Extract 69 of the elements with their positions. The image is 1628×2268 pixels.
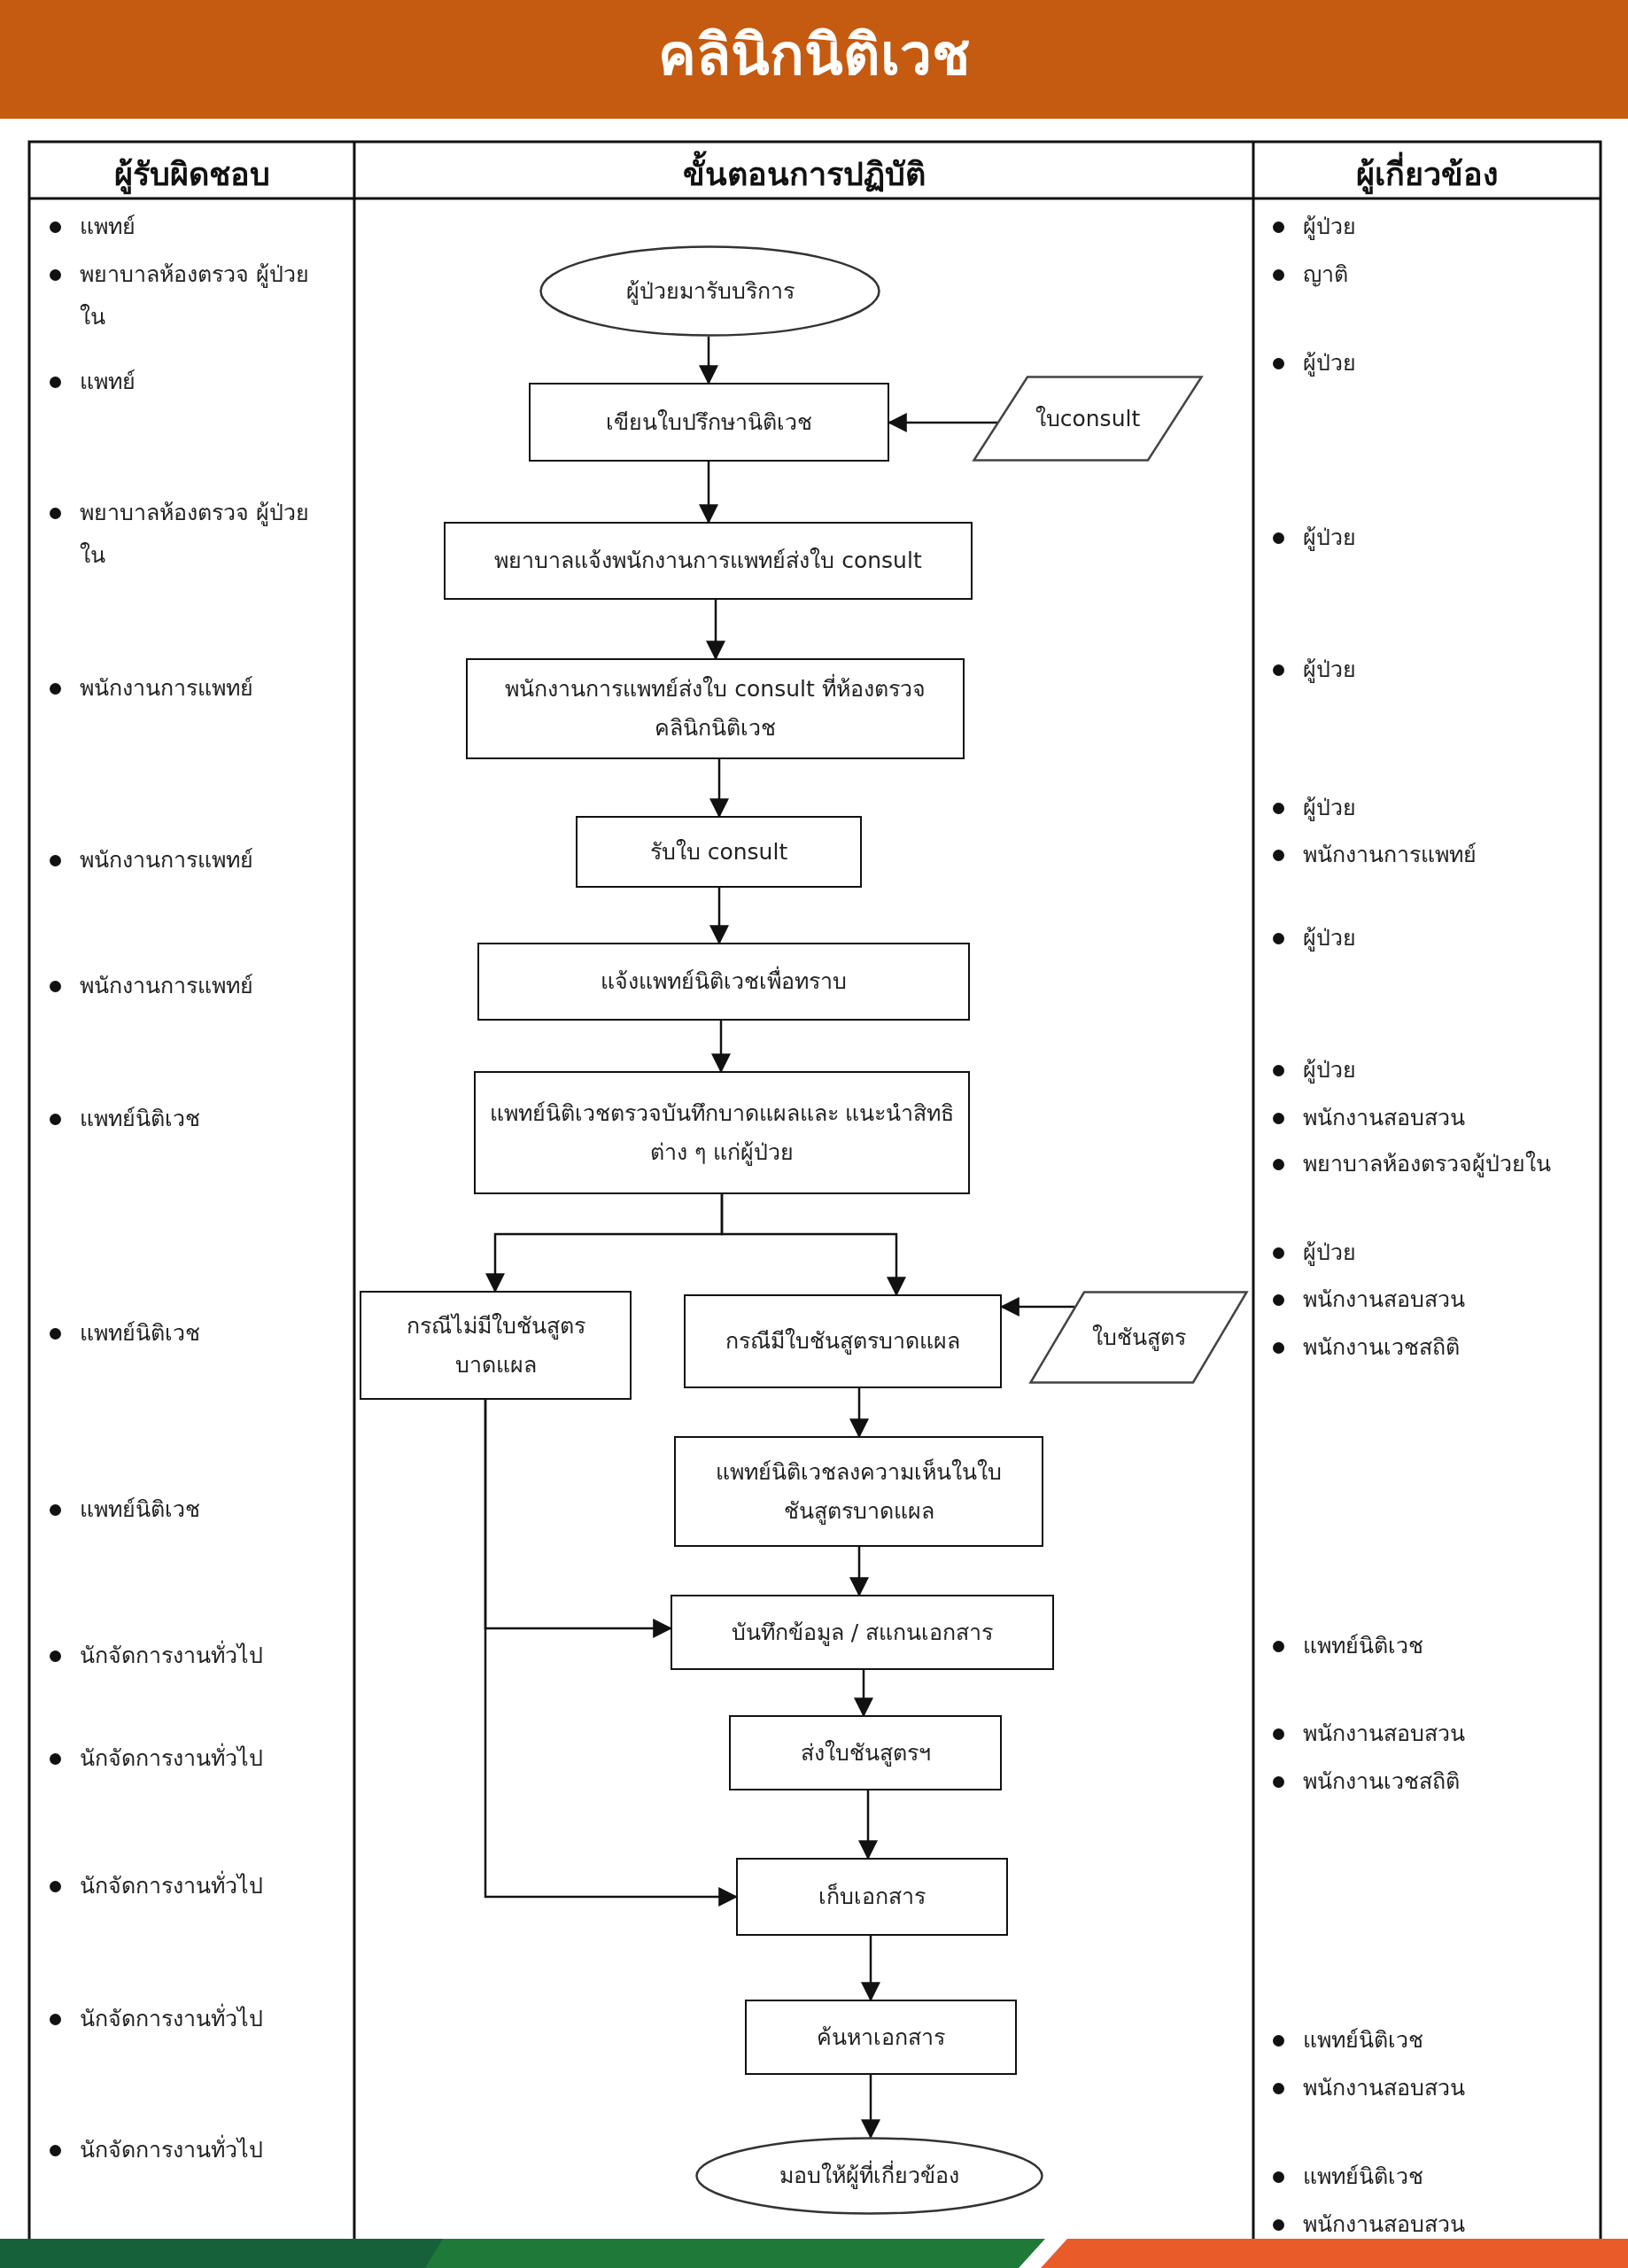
terminal-ellipse: ผู้ป่วยมารับบริการ (539, 245, 880, 337)
process-box: รับใบ consult (576, 816, 862, 888)
list-item: แพทย์นิติเวช (50, 1488, 319, 1531)
list-item: พนักงานสอบสวน (1273, 1713, 1613, 1755)
list-item: ผู้ป่วย (1273, 649, 1613, 691)
process-box: กรณีมีใบชันสูตรบาดแผล (684, 1294, 1002, 1388)
process-box: ค้นหาเอกสาร (745, 2000, 1017, 2075)
process-box: บันทึกข้อมูล / สแกนเอกสาร (671, 1595, 1054, 1670)
list-item: ญาติ (1273, 253, 1613, 296)
column-header: ผู้เกี่ยวข้อง (1253, 149, 1601, 199)
arrow (849, 1388, 869, 1439)
process-box: เก็บเอกสาร (736, 1858, 1008, 1936)
list-item: แพทย์ (50, 361, 319, 403)
list-item: ผู้ป่วย (1273, 206, 1613, 248)
arrow (861, 1936, 880, 2002)
arrow (699, 462, 718, 524)
list-item: แพทย์ (50, 206, 319, 248)
arrow (720, 1194, 906, 1297)
list-item: พนักงานเวชสถิติ (1273, 1760, 1613, 1803)
list-item: ผู้ป่วย (1273, 1231, 1613, 1274)
process-box: กรณีไม่มีใบชันสูตร บาดแผล (360, 1291, 632, 1400)
process-box: พยาบาลแจ้งพนักงานการแพทย์ส่งใบ consult (444, 522, 973, 600)
document-parallelogram: ใบconsult (973, 376, 1203, 462)
list-item: พนักงานสอบสวน (1273, 2203, 1613, 2246)
list-item: พนักงานเวชสถิติ (1273, 1326, 1613, 1369)
list-item: นักจัดการงานทั่วไป (50, 2129, 319, 2171)
arrow (709, 759, 729, 819)
arrow (699, 337, 718, 385)
list-item: ผู้ป่วย (1273, 917, 1613, 959)
list-item: แพทย์นิติเวช (1273, 2155, 1613, 2198)
title: คลินิกนิติเวช (657, 21, 971, 89)
process-box: ส่งใบชันสูตรฯ (729, 1715, 1002, 1790)
process-box: แพทย์นิติเวชลงความเห็นในใบ ชันสูตรบาดแผล (674, 1436, 1043, 1547)
list-item: พนักงานการแพทย์ (50, 839, 319, 882)
list-item: ผู้ป่วย (1273, 787, 1613, 829)
arrow (858, 1790, 878, 1860)
list-item: พยาบาลห้องตรวจ ผู้ป่วยใน (50, 492, 319, 576)
process-box: แจ้งแพทย์นิติเวชเพื่อทราบ (477, 943, 970, 1021)
list-item: ผู้ป่วย (1273, 342, 1613, 384)
list-item: ผู้ป่วย (1273, 1049, 1613, 1091)
list-item: พยาบาลห้องตรวจ ผู้ป่วยใน (50, 253, 319, 338)
list-item: นักจัดการงานทั่วไป (50, 1635, 319, 1677)
list-item: นักจัดการงานทั่วไป (50, 1865, 319, 1907)
process-box: เขียนใบปรึกษานิติเวช (529, 383, 889, 462)
terminal-ellipse: มอบให้ผู้ที่เกี่ยวข้อง (695, 2137, 1043, 2215)
list-item: พนักงานการแพทย์ (1273, 834, 1613, 876)
list-item: แพทย์นิติเวช (50, 1312, 319, 1355)
arrow (849, 1547, 869, 1597)
list-item: แพทย์นิติเวช (1273, 2019, 1613, 2062)
column-header: ขั้นตอนการปฏิบัติ (354, 149, 1253, 199)
list-item: พนักงานสอบสวน (1273, 1097, 1613, 1139)
list-item: นักจัดการงานทั่วไป (50, 1998, 319, 2040)
list-item: พนักงานสอบสวน (1273, 1278, 1613, 1321)
list-item: แพทย์นิติเวช (50, 1098, 319, 1140)
document-parallelogram: ใบชันสูตร (1029, 1291, 1248, 1384)
arrow (709, 888, 729, 945)
arrow (706, 600, 725, 661)
list-item: พนักงานการแพทย์ (50, 667, 319, 710)
list-item: ผู้ป่วย (1273, 517, 1613, 559)
column-header: ผู้รับผิดชอบ (29, 149, 354, 199)
list-item: นักจัดการงานทั่วไป (50, 1737, 319, 1780)
list-item: แพทย์นิติเวช (1273, 1625, 1613, 1667)
process-box: พนักงานการแพทย์ส่งใบ consult ที่ห้องตรวจคลินิกนิติเวช (466, 658, 965, 759)
list-item: พนักงานสอบสวน (1273, 2067, 1613, 2109)
process-box: แพทย์นิติเวชตรวจบันทึกบาดแผลและ แนะนำสิทธิต่าง ๆ แก่ผู้ป่วย (474, 1071, 970, 1194)
arrow (711, 1021, 731, 1074)
arrow (854, 1670, 873, 1718)
list-item: พยาบาลห้องตรวจผู้ป่วยใน (1273, 1143, 1613, 1185)
list-item: พนักงานการแพทย์ (50, 965, 319, 1007)
